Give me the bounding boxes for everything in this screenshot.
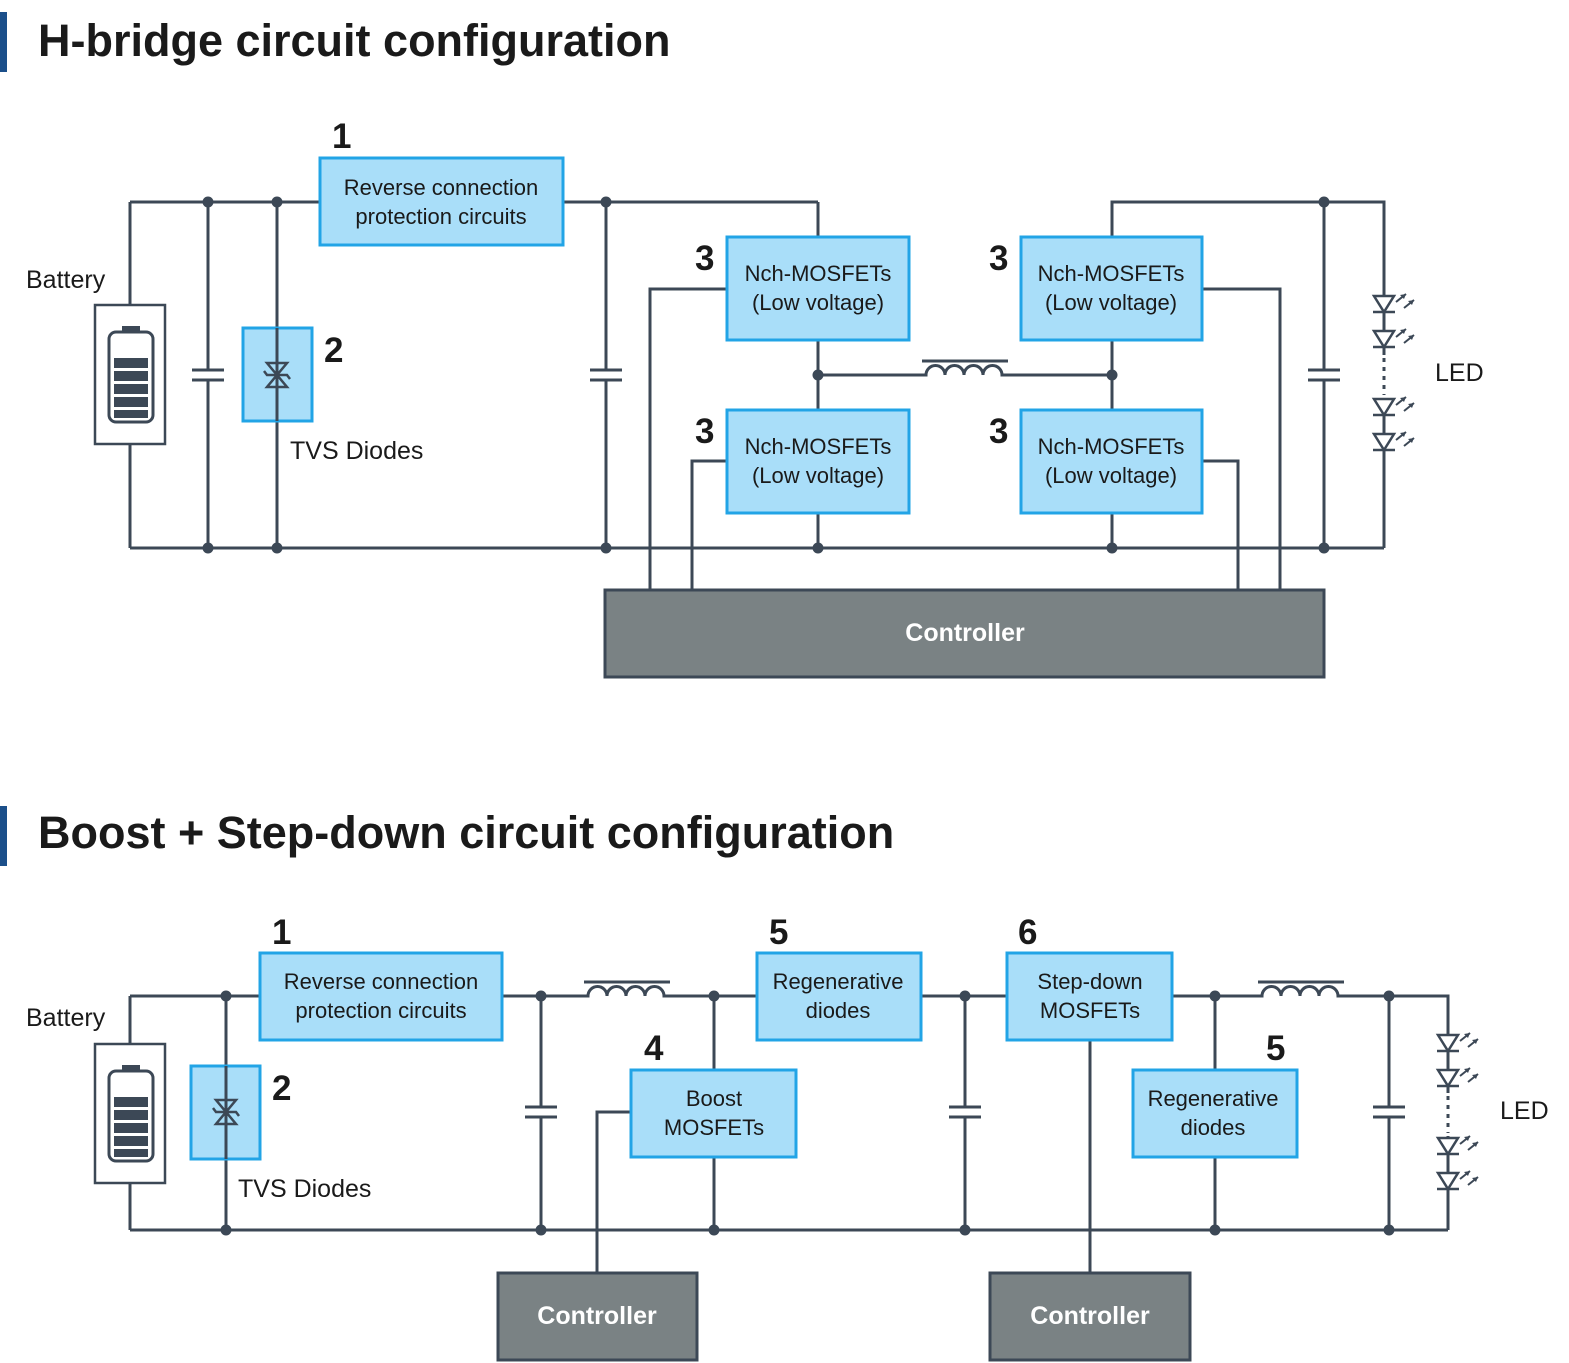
hbridge-reverse-num: 1 [332,117,351,156]
hbridge-mosfet-tr-num: 3 [989,239,1008,278]
svg-text:Regenerative: Regenerative [773,969,904,994]
hbridge-reverse-block: Reverse connection protection circuits [318,156,565,247]
hbridge-mosfet-top-left: Nch-MOSFETs (Low voltage) [725,235,911,342]
title-accent-bar [0,12,7,72]
capacitor-icon [1306,368,1342,382]
svg-text:MOSFETs: MOSFETs [1040,998,1140,1023]
hbridge-mosfet-top-right: Nch-MOSFETs (Low voltage) [1019,235,1204,342]
hbridge-mosfet-bottom-left: Nch-MOSFETs (Low voltage) [725,408,911,515]
svg-text:(Low voltage): (Low voltage) [1045,290,1177,315]
capacitor-icon [1371,1105,1407,1119]
hbridge-mosfet-bottom-right: Nch-MOSFETs (Low voltage) [1019,408,1204,515]
svg-text:Boost: Boost [686,1086,742,1111]
capacitor-icon [190,368,226,382]
inductor-icon [920,359,1010,377]
svg-text:Controller: Controller [537,1302,657,1330]
svg-text:Nch-MOSFETs: Nch-MOSFETs [1038,434,1185,459]
inductor-icon [582,980,672,998]
hbridge-led-string [1370,290,1416,460]
svg-text:Step-down: Step-down [1037,969,1142,994]
hbridge-tvs-block [241,326,314,423]
boost-tvs-num: 2 [272,1069,291,1108]
svg-text:protection circuits: protection circuits [355,204,526,229]
boost-reverse-block: Reverse connection protection circuits [258,951,504,1042]
boost-controller-1: Controller [496,1271,699,1362]
hbridge-title: H-bridge circuit configuration [38,15,671,66]
svg-text:(Low voltage): (Low voltage) [752,463,884,488]
svg-text:diodes: diodes [1181,1115,1246,1140]
hbridge-junctions [202,196,1330,554]
svg-text:(Low voltage): (Low voltage) [752,290,884,315]
boost-led-string [1434,1028,1480,1198]
svg-text:Regenerative: Regenerative [1148,1086,1279,1111]
inductor-icon [1256,980,1346,998]
battery-icon [93,303,167,446]
boost-battery-label: Battery [26,1004,106,1032]
capacitor-icon [947,1105,983,1119]
boost-junctions [220,990,1395,1236]
svg-text:Nch-MOSFETs: Nch-MOSFETs [745,261,892,286]
boost-led-label: LED [1500,1097,1549,1125]
svg-text:Controller: Controller [1030,1302,1150,1330]
stepdown-num: 6 [1018,913,1037,952]
boost-reverse-num: 1 [272,913,291,952]
svg-text:(Low voltage): (Low voltage) [1045,463,1177,488]
hbridge-mosfet-bl-num: 3 [695,412,714,451]
svg-text:diodes: diodes [806,998,871,1023]
title-accent-bar [0,806,7,866]
boost-wires [128,994,1450,1273]
svg-text:Reverse connection: Reverse connection [284,969,478,994]
svg-text:Reverse connection: Reverse connection [344,175,538,200]
boost-mosfet-block: Boost MOSFETs [629,1068,798,1159]
svg-text:MOSFETs: MOSFETs [664,1115,764,1140]
svg-text:protection circuits: protection circuits [295,998,466,1023]
battery-icon [93,1042,167,1185]
capacitor-icon [588,368,624,382]
regen-1-num: 5 [769,913,788,952]
svg-text:Nch-MOSFETs: Nch-MOSFETs [1038,261,1185,286]
hbridge-led-label: LED [1435,359,1484,387]
hbridge-tvs-num: 2 [324,331,343,370]
capacitor-icon [523,1105,559,1119]
boost-title: Boost + Step-down circuit configuration [38,807,894,858]
boost-tvs-block [189,1064,262,1161]
hbridge-controller: Controller [603,588,1326,679]
boost-mosfet-num: 4 [644,1029,664,1068]
boost-tvs-label: TVS Diodes [238,1175,371,1203]
hbridge-battery-label: Battery [26,266,106,294]
boost-controller-2: Controller [988,1271,1192,1362]
hbridge-mosfet-br-num: 3 [989,412,1008,451]
regen-2-num: 5 [1266,1029,1285,1068]
regenerative-diodes-block-1: Regenerative diodes [755,951,923,1042]
svg-text:Nch-MOSFETs: Nch-MOSFETs [745,434,892,459]
regenerative-diodes-block-2: Regenerative diodes [1131,1068,1299,1159]
hbridge-mosfet-tl-num: 3 [695,239,714,278]
hbridge-tvs-label: TVS Diodes [290,437,423,465]
stepdown-mosfet-block: Step-down MOSFETs [1005,951,1174,1042]
svg-text:Controller: Controller [905,619,1025,647]
